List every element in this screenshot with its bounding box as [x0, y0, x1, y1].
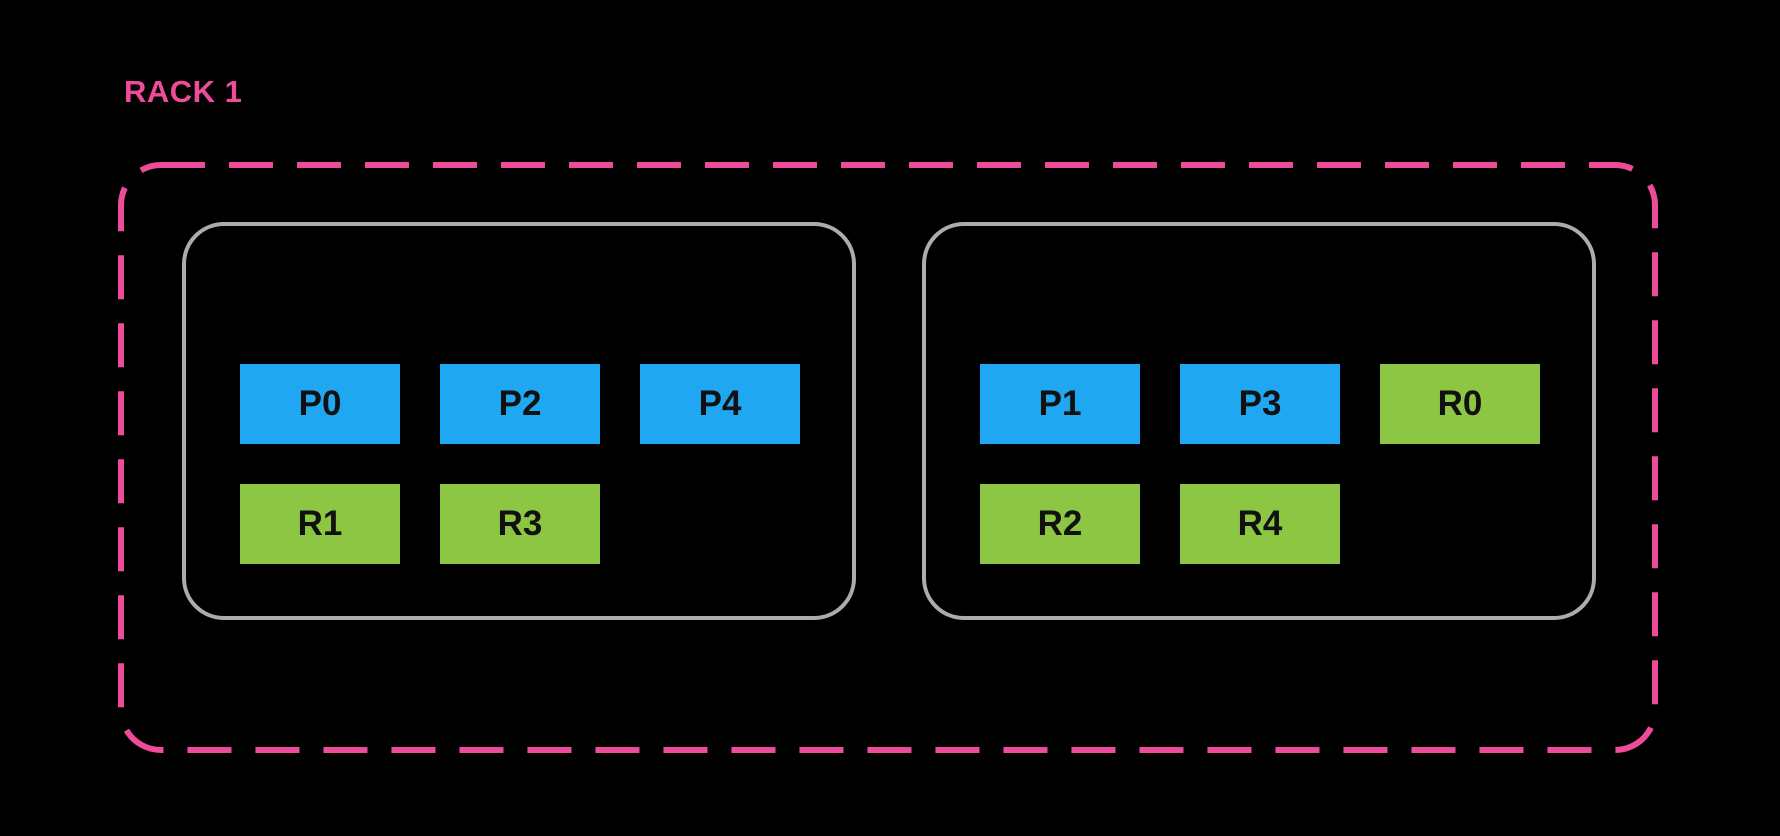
shard-box-p1: P1 — [980, 364, 1140, 444]
shard-box-r4: R4 — [1180, 484, 1340, 564]
shard-box-r2: R2 — [980, 484, 1140, 564]
node-2-container: P1 P3 R0 R2 R4 — [922, 222, 1596, 620]
node-1-top-row: P0 P2 P4 — [240, 364, 800, 444]
node-1-container: P0 P2 P4 R1 R3 — [182, 222, 856, 620]
shard-box-r1: R1 — [240, 484, 400, 564]
shard-box-p0: P0 — [240, 364, 400, 444]
shard-box-r0: R0 — [1380, 364, 1540, 444]
rack-title: RACK 1 — [124, 74, 243, 109]
shard-box-p4: P4 — [640, 364, 800, 444]
shard-box-r3: R3 — [440, 484, 600, 564]
node-2-top-row: P1 P3 R0 — [980, 364, 1540, 444]
shard-box-p2: P2 — [440, 364, 600, 444]
node-2-bottom-row: R2 R4 — [980, 484, 1340, 564]
node-1-bottom-row: R1 R3 — [240, 484, 600, 564]
shard-box-p3: P3 — [1180, 364, 1340, 444]
